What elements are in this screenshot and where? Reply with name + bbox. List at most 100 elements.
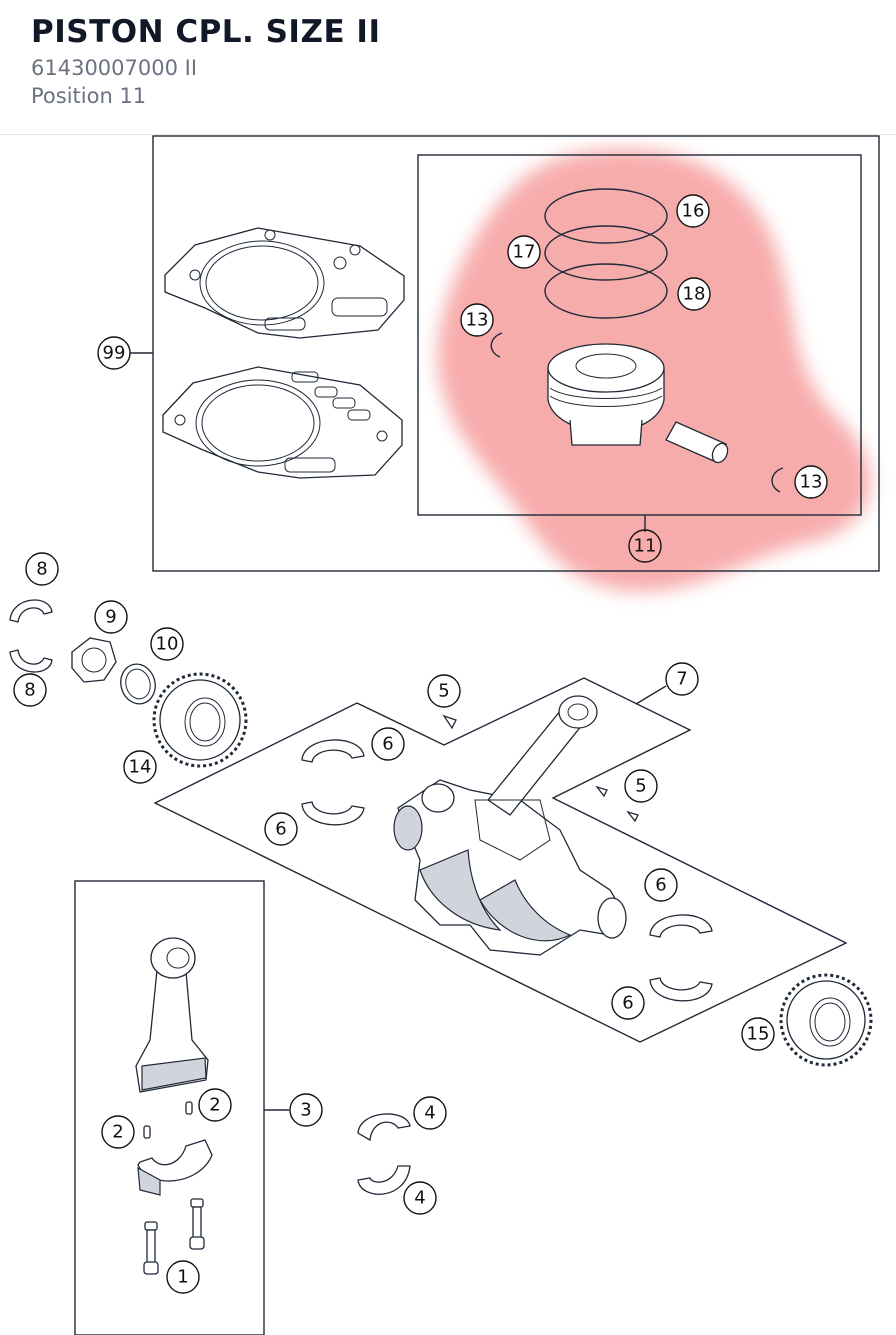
callout-5[interactable]: 5: [427, 674, 461, 708]
callout-label: 8: [36, 559, 47, 580]
callout-1[interactable]: 1: [166, 1260, 200, 1294]
main-bearing-shell-6d[interactable]: [649, 977, 713, 1002]
connecting-rod[interactable]: [135, 937, 209, 1093]
callout-8[interactable]: 8: [13, 673, 47, 707]
circlip-left[interactable]: [490, 332, 503, 358]
callout-label: 13: [466, 310, 489, 331]
conrod-set-frame: [74, 880, 265, 1335]
callout-circle: [413, 1096, 447, 1130]
callout-4[interactable]: 4: [413, 1096, 447, 1130]
leader-7: [635, 685, 667, 705]
callout-label: 9: [105, 607, 116, 628]
piston-pin[interactable]: [665, 421, 730, 465]
callout-label: 6: [655, 875, 666, 896]
main-bearing-shell-6b[interactable]: [301, 801, 365, 826]
connecting-rod-cap[interactable]: [137, 1139, 213, 1196]
callout-circle: [289, 1093, 323, 1127]
callout-circle: [123, 750, 157, 784]
woodruff-key-5-low[interactable]: [626, 810, 639, 823]
callout-6[interactable]: 6: [644, 868, 678, 902]
callout-7[interactable]: 7: [665, 662, 699, 696]
cylinder-head-gasket-top[interactable]: [164, 227, 405, 339]
callout-label: 11: [634, 536, 657, 557]
cylinder-base-gasket-bottom[interactable]: [162, 366, 403, 479]
callout-label: 99: [103, 343, 126, 364]
callout-label: 4: [424, 1103, 435, 1124]
callout-5[interactable]: 5: [624, 769, 658, 803]
callout-3[interactable]: 3: [289, 1093, 323, 1127]
circlip-right[interactable]: [771, 467, 784, 493]
main-bearing-shell-6c[interactable]: [649, 914, 713, 938]
callout-circle: [665, 662, 699, 696]
callout-4[interactable]: 4: [403, 1181, 437, 1215]
conrod-bearing-shell-4a[interactable]: [357, 1113, 411, 1142]
callout-circle: [624, 769, 658, 803]
callout-label: 6: [275, 819, 286, 840]
callout-14[interactable]: 14: [123, 750, 157, 784]
dowel-pin-2b[interactable]: [143, 1125, 151, 1139]
callout-circle: [676, 194, 710, 228]
part-number: 61430007000 II: [31, 56, 198, 80]
callout-13[interactable]: 13: [460, 303, 494, 337]
callout-circle: [427, 674, 461, 708]
callout-label: 2: [209, 1095, 220, 1116]
callout-label: 17: [513, 242, 536, 263]
callout-11[interactable]: 11: [628, 529, 662, 563]
callout-circle: [794, 465, 828, 499]
callout-15[interactable]: 15: [741, 1017, 775, 1051]
callout-label: 8: [24, 680, 35, 701]
callout-2[interactable]: 2: [198, 1088, 232, 1122]
washer[interactable]: [116, 660, 159, 707]
callout-label: 18: [683, 284, 706, 305]
callout-13[interactable]: 13: [794, 465, 828, 499]
callout-8[interactable]: 8: [25, 552, 59, 586]
callout-17[interactable]: 17: [507, 235, 541, 269]
dowel-pin-2a[interactable]: [185, 1101, 193, 1115]
callout-circle: [150, 627, 184, 661]
callout-label: 3: [300, 1100, 311, 1121]
woodruff-key-5-mid[interactable]: [595, 785, 608, 798]
callout-6[interactable]: 6: [264, 812, 298, 846]
callout-circle: [644, 868, 678, 902]
piston-set-frame: [417, 154, 862, 516]
callout-99[interactable]: 99: [97, 336, 131, 370]
callout-circle: [628, 529, 662, 563]
callout-label: 4: [414, 1188, 425, 1209]
bearing-shell-8-bottom[interactable]: [9, 649, 53, 673]
callout-2[interactable]: 2: [101, 1115, 135, 1149]
callout-label: 1: [177, 1267, 188, 1288]
gear-14[interactable]: [152, 672, 248, 768]
nut[interactable]: [71, 637, 117, 683]
callout-circle: [97, 336, 131, 370]
gear-15[interactable]: [779, 973, 873, 1067]
conrod-bolts[interactable]: [143, 1198, 205, 1275]
callout-label: 2: [112, 1122, 123, 1143]
callout-circle: [264, 812, 298, 846]
callout-circle: [371, 727, 405, 761]
main-bearing-shell-6a[interactable]: [301, 739, 365, 763]
position-label: Position 11: [31, 84, 147, 108]
callout-circle: [741, 1017, 775, 1051]
callout-10[interactable]: 10: [150, 627, 184, 661]
callout-label: 5: [635, 776, 646, 797]
callout-circle: [13, 673, 47, 707]
piston[interactable]: [547, 343, 665, 446]
woodruff-key-5-top[interactable]: [442, 714, 457, 730]
crankshaft-assembly[interactable]: [393, 695, 627, 956]
callout-6[interactable]: 6: [611, 986, 645, 1020]
callout-circle: [25, 552, 59, 586]
callout-label: 13: [800, 472, 823, 493]
callout-6[interactable]: 6: [371, 727, 405, 761]
callout-9[interactable]: 9: [94, 600, 128, 634]
callout-circle: [94, 600, 128, 634]
callout-18[interactable]: 18: [677, 277, 711, 311]
callout-circle: [403, 1181, 437, 1215]
callout-label: 14: [129, 757, 152, 778]
callout-label: 16: [682, 201, 705, 222]
piston-rings[interactable]: [544, 188, 668, 319]
conrod-bearing-shell-4b[interactable]: [357, 1165, 411, 1195]
callout-circle: [677, 277, 711, 311]
callout-16[interactable]: 16: [676, 194, 710, 228]
bearing-shell-8-top[interactable]: [9, 599, 53, 623]
